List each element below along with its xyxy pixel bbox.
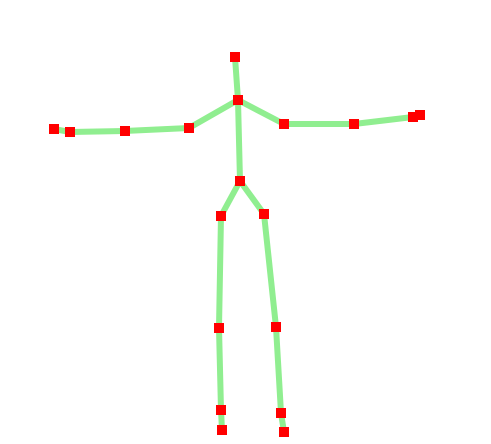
joint-right-wrist[interactable] xyxy=(65,127,75,137)
joint-neck[interactable] xyxy=(233,95,243,105)
joint-left-wrist[interactable] xyxy=(408,112,418,122)
joint-left-hip[interactable] xyxy=(259,209,269,219)
joint-right-fingertip[interactable] xyxy=(49,124,59,134)
bone-head-to-neck xyxy=(232,54,241,103)
bone-pelvis-to-right-hip xyxy=(218,178,243,219)
bone-neck-to-left-shoulder xyxy=(235,97,287,127)
joint-left-knee[interactable] xyxy=(271,322,281,332)
joint-right-ankle[interactable] xyxy=(216,405,226,415)
joint-left-shoulder[interactable] xyxy=(279,119,289,129)
bone-left-elbow-to-left-wrist xyxy=(351,114,416,127)
bone-right-elbow-to-right-wrist xyxy=(67,128,128,135)
joint-right-shoulder[interactable] xyxy=(184,123,194,133)
bone-right-shoulder-to-right-elbow xyxy=(122,125,192,134)
joint-left-ankle[interactable] xyxy=(276,408,286,418)
joint-right-hip[interactable] xyxy=(216,211,226,221)
joint-pelvis[interactable] xyxy=(235,176,245,186)
joints-layer xyxy=(49,52,425,437)
joint-left-elbow[interactable] xyxy=(349,119,359,129)
joint-left-foot[interactable] xyxy=(279,427,289,437)
bone-right-hip-to-right-knee xyxy=(216,213,224,331)
bone-left-hip-to-left-knee xyxy=(261,211,279,330)
bone-neck-to-pelvis xyxy=(235,97,243,184)
joint-right-foot[interactable] xyxy=(217,425,227,435)
bone-neck-to-right-shoulder xyxy=(186,97,241,131)
joint-right-elbow[interactable] xyxy=(120,126,130,136)
joint-head[interactable] xyxy=(230,52,240,62)
joint-left-hand[interactable] xyxy=(415,110,425,120)
bone-right-knee-to-right-ankle xyxy=(216,325,224,413)
joint-right-knee[interactable] xyxy=(214,323,224,333)
bone-left-knee-to-left-ankle xyxy=(273,324,284,416)
bone-pelvis-to-left-hip xyxy=(237,178,267,217)
